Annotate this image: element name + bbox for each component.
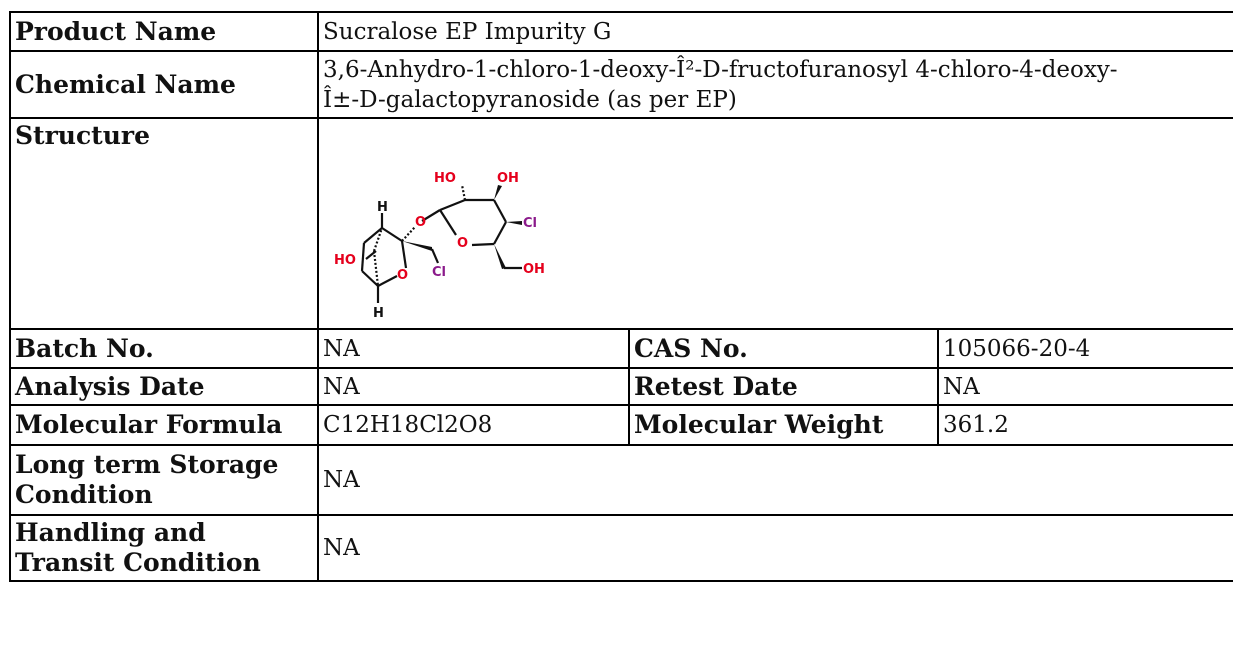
bond xyxy=(363,227,383,244)
retest-date-label: Retest Date xyxy=(628,367,939,406)
retest-date-value: NA xyxy=(937,367,1233,406)
molecular-formula-value: C12H18Cl2O8 xyxy=(317,404,630,446)
bond xyxy=(493,221,507,245)
bond-hashed xyxy=(460,184,467,201)
atom-label: Cl xyxy=(523,216,537,231)
atom-label: O xyxy=(415,215,426,230)
bond xyxy=(360,242,366,272)
bond-hashed xyxy=(372,227,384,252)
chemical-name-value: 3,6-Anhydro-1-chloro-1-deoxy-Î²-D-fructo… xyxy=(317,50,1233,119)
row-chemical-name: Chemical Name 3,6-Anhydro-1-chloro-1-deo… xyxy=(9,50,1233,119)
structure-label: Structure xyxy=(9,117,319,330)
batch-no-label: Batch No. xyxy=(9,328,319,369)
atom-label: O xyxy=(457,236,468,251)
analysis-date-label: Analysis Date xyxy=(9,367,319,406)
bond xyxy=(439,209,457,236)
bond-hashed xyxy=(401,226,416,242)
atom-label: OH xyxy=(497,171,519,186)
long-term-storage-value: NA xyxy=(317,444,1233,516)
long-term-storage-label: Long term Storage Condition xyxy=(9,444,319,516)
bond xyxy=(377,275,398,287)
handling-transit-label: Handling and Transit Condition xyxy=(9,514,319,582)
product-spec-table: Product Name Sucralose EP Impurity G Che… xyxy=(9,11,1233,582)
bond-wedge xyxy=(506,221,522,225)
chemical-name-line-2: Î±-D-galactopyranoside (as per EP) xyxy=(323,86,737,113)
product-name-label: Product Name xyxy=(9,11,319,52)
structure-cell xyxy=(317,117,1233,330)
bond xyxy=(471,242,495,247)
atom-label: OH xyxy=(523,262,545,277)
atom-label: HO xyxy=(434,171,456,186)
row-structure: Structure xyxy=(9,117,1233,330)
atom-label: H xyxy=(377,200,388,215)
bond-wedge xyxy=(494,244,506,269)
row-dates: Analysis Date NA Retest Date NA xyxy=(9,367,1233,406)
long-term-storage-label-line-2: Condition xyxy=(15,480,153,509)
bond xyxy=(421,209,441,222)
row-product-name: Product Name Sucralose EP Impurity G xyxy=(9,11,1233,52)
product-spec-sheet: Product Name Sucralose EP Impurity G Che… xyxy=(9,11,1233,651)
row-batch-cas: Batch No. NA CAS No. 105066-20-4 xyxy=(9,328,1233,369)
chemical-structure-image: HO OH H O Cl O HO O Cl OH H xyxy=(322,155,557,325)
long-term-storage-label-line-1: Long term Storage xyxy=(15,450,279,479)
product-name-value: Sucralose EP Impurity G xyxy=(317,11,1233,52)
chemical-structure-svg: HO OH H O Cl O HO O Cl OH H xyxy=(334,171,545,321)
analysis-date-value: NA xyxy=(317,367,630,406)
bond-wedge xyxy=(494,185,502,200)
batch-no-value: NA xyxy=(317,328,630,369)
bond xyxy=(361,270,379,287)
chemical-name-line-1: 3,6-Anhydro-1-chloro-1-deoxy-Î²-D-fructo… xyxy=(323,56,1118,83)
bond-wedge xyxy=(402,241,432,251)
row-long-term-storage: Long term Storage Condition NA xyxy=(9,444,1233,516)
chemical-name-label: Chemical Name xyxy=(9,50,319,119)
handling-transit-label-line-2: Transit Condition xyxy=(15,548,261,577)
cas-no-value: 105066-20-4 xyxy=(937,328,1233,369)
row-handling-transit: Handling and Transit Condition NA xyxy=(9,514,1233,582)
handling-transit-value: NA xyxy=(317,514,1233,582)
bond xyxy=(400,240,408,269)
row-formula-weight: Molecular Formula C12H18Cl2O8 Molecular … xyxy=(9,404,1233,446)
bond xyxy=(430,248,440,264)
atom-label: Cl xyxy=(432,265,446,280)
bond-hashed xyxy=(372,250,380,287)
bond xyxy=(493,199,507,223)
atom-label: H xyxy=(373,306,384,321)
bond xyxy=(439,198,466,212)
handling-transit-label-line-1: Handling and xyxy=(15,518,206,547)
atom-label: HO xyxy=(334,253,356,268)
molecular-formula-label: Molecular Formula xyxy=(9,404,319,446)
bond xyxy=(381,227,403,242)
molecular-weight-value: 361.2 xyxy=(937,404,1233,446)
molecular-weight-label: Molecular Weight xyxy=(628,404,939,446)
atom-label: O xyxy=(397,268,408,283)
cas-no-label: CAS No. xyxy=(628,328,939,369)
